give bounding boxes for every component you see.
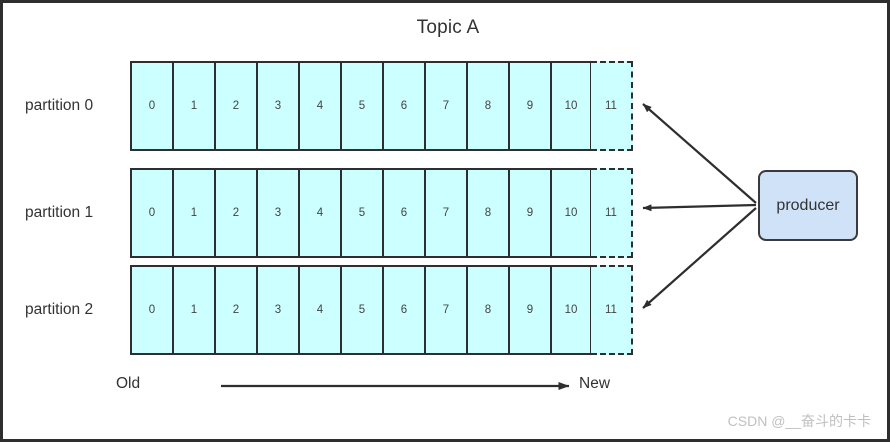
segment-cell[interactable]: 10 [550,265,592,355]
axis-label-new: New [579,375,611,392]
segment-cell[interactable]: 7 [424,61,466,151]
segment-cell[interactable]: 5 [340,61,382,151]
segment-cell[interactable]: 8 [466,168,508,258]
segment-cell[interactable]: 5 [340,265,382,355]
segment-cell[interactable]: 9 [508,265,550,355]
segment-cell[interactable]: 6 [382,265,424,355]
segment-cell[interactable]: 0 [130,61,172,151]
partition-label-1: partition 1 [25,204,94,221]
watermark: CSDN @__奋斗的卡卡 [727,413,871,429]
segment-cell[interactable]: 0 [130,168,172,258]
pending-segment-cell[interactable]: 11 [591,61,633,151]
segment-cell[interactable]: 5 [340,168,382,258]
partition-row-1: partition 1 0 1 2 3 4 5 6 7 8 9 10 11 [3,168,887,258]
axis-label-old: Old [116,375,141,392]
segment-cell[interactable]: 6 [382,168,424,258]
segment-cell[interactable]: 4 [298,168,340,258]
segment-cell[interactable]: 8 [466,61,508,151]
partition-row-2: partition 2 0 1 2 3 4 5 6 7 8 9 10 11 [3,265,887,355]
segment-cell[interactable]: 4 [298,265,340,355]
segment-cell[interactable]: 8 [466,265,508,355]
pending-segment-cell[interactable]: 11 [591,265,633,355]
segment-cell[interactable]: 3 [256,61,298,151]
partition-row-0: partition 0 0 1 2 3 4 5 6 7 8 9 10 11 [3,61,887,151]
segment-cell[interactable]: 1 [172,265,214,355]
segment-cell[interactable]: 3 [256,168,298,258]
segment-cell[interactable]: 0 [130,265,172,355]
segment-cell[interactable]: 2 [214,61,256,151]
segment-cell[interactable]: 7 [424,168,466,258]
segment-cell[interactable]: 6 [382,61,424,151]
partition-label-2: partition 2 [25,301,94,318]
segment-cell[interactable]: 2 [214,265,256,355]
segment-cell[interactable]: 1 [172,168,214,258]
partition-label-0: partition 0 [25,97,94,114]
page-title: Topic A [416,17,480,38]
segment-cell[interactable]: 10 [550,61,592,151]
segment-cell[interactable]: 1 [172,61,214,151]
segment-cell[interactable]: 4 [298,61,340,151]
segment-cell[interactable]: 2 [214,168,256,258]
segment-cell[interactable]: 10 [550,168,592,258]
producer-node[interactable]: producer [758,170,858,241]
segment-cell[interactable]: 9 [508,61,550,151]
segment-cell[interactable]: 7 [424,265,466,355]
segment-cell[interactable]: 3 [256,265,298,355]
partition-segments-1: 0 1 2 3 4 5 6 7 8 9 10 11 [130,168,633,258]
partition-segments-2: 0 1 2 3 4 5 6 7 8 9 10 11 [130,265,633,355]
segment-cell[interactable]: 9 [508,168,550,258]
pending-segment-cell[interactable]: 11 [591,168,633,258]
partition-segments-0: 0 1 2 3 4 5 6 7 8 9 10 11 [130,61,633,151]
